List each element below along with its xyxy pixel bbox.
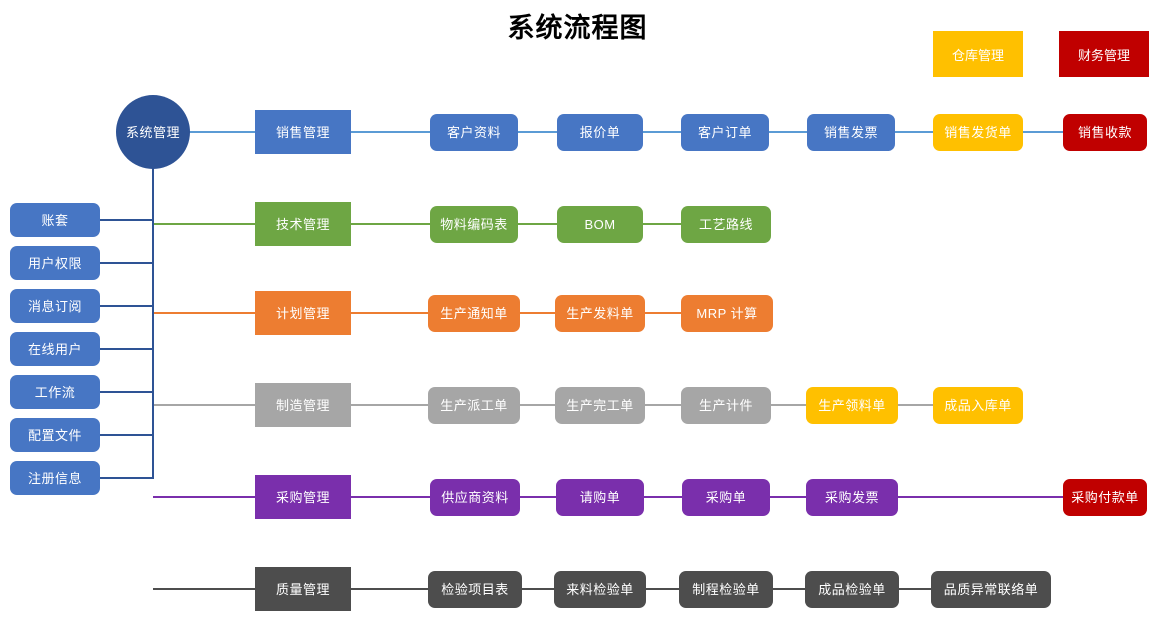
sidebar-item-3[interactable]: 消息订阅 <box>10 289 100 323</box>
connector-sidebar-4 <box>100 348 153 350</box>
connector-sidebar-5 <box>100 391 153 393</box>
sidebar-item-6[interactable]: 配置文件 <box>10 418 100 452</box>
step-node-manufacturing-3[interactable]: 生产计件 <box>681 386 771 424</box>
connector-purchasing-1 <box>520 496 556 498</box>
connector-manufacturing-1 <box>520 404 555 406</box>
connector-manufacturing-0 <box>351 404 428 406</box>
sidebar-item-5[interactable]: 工作流 <box>10 375 100 409</box>
step-node-sales-5[interactable]: 销售发货单 <box>933 113 1023 151</box>
step-node-manufacturing-1[interactable]: 生产派工单 <box>428 386 520 424</box>
sidebar-item-7[interactable]: 注册信息 <box>10 461 100 495</box>
connector-sales-3 <box>769 131 807 133</box>
connector-technology-2 <box>643 223 681 225</box>
step-node-quality-5[interactable]: 品质异常联络单 <box>931 570 1051 608</box>
connector-purchasing-2 <box>644 496 682 498</box>
step-node-planning-2[interactable]: 生产发料单 <box>555 294 645 332</box>
trunk-line-vertical <box>152 132 154 479</box>
step-node-quality-4[interactable]: 成品检验单 <box>805 570 899 608</box>
module-node-quality[interactable]: 质量管理 <box>255 567 351 611</box>
module-node-purchasing[interactable]: 采购管理 <box>255 475 351 519</box>
step-node-sales-4[interactable]: 销售发票 <box>807 113 895 151</box>
connector-sales-4 <box>895 131 933 133</box>
connector-trunk-to-sales <box>153 131 255 133</box>
connector-planning-2 <box>645 312 681 314</box>
step-node-purchasing-2[interactable]: 请购单 <box>556 478 644 516</box>
step-node-purchasing-3[interactable]: 采购单 <box>682 478 770 516</box>
step-node-sales-6[interactable]: 销售收款 <box>1063 113 1147 151</box>
step-node-purchasing-4[interactable]: 采购发票 <box>806 478 898 516</box>
connector-quality-2 <box>646 588 679 590</box>
step-node-planning-1[interactable]: 生产通知单 <box>428 294 520 332</box>
step-node-technology-2[interactable]: BOM <box>557 205 643 243</box>
connector-planning-0 <box>351 312 428 314</box>
connector-sidebar-2 <box>100 262 153 264</box>
connector-sales-2 <box>643 131 681 133</box>
connector-sidebar-7 <box>100 477 153 479</box>
connector-technology-1 <box>518 223 557 225</box>
connector-manufacturing-3 <box>771 404 806 406</box>
connector-trunk-to-manufacturing <box>153 404 255 406</box>
step-node-manufacturing-2[interactable]: 生产完工单 <box>555 386 645 424</box>
root-node-system-management[interactable]: 系统管理 <box>116 95 190 169</box>
legend-item-2[interactable]: 财务管理 <box>1059 31 1149 77</box>
step-node-sales-2[interactable]: 报价单 <box>557 113 643 151</box>
connector-sidebar-3 <box>100 305 153 307</box>
page-title: 系统流程图 <box>507 13 648 43</box>
connector-trunk-to-quality <box>153 588 255 590</box>
module-node-sales[interactable]: 销售管理 <box>255 110 351 154</box>
module-node-technology[interactable]: 技术管理 <box>255 202 351 246</box>
connector-quality-3 <box>773 588 805 590</box>
sidebar-item-2[interactable]: 用户权限 <box>10 246 100 280</box>
connector-sidebar-1 <box>100 219 153 221</box>
connector-sales-0 <box>351 131 430 133</box>
connector-manufacturing-2 <box>645 404 681 406</box>
connector-purchasing-0 <box>351 496 430 498</box>
connector-manufacturing-4 <box>898 404 933 406</box>
connector-quality-4 <box>899 588 931 590</box>
module-node-planning[interactable]: 计划管理 <box>255 291 351 335</box>
connector-quality-0 <box>351 588 428 590</box>
step-node-sales-1[interactable]: 客户资料 <box>430 113 518 151</box>
step-node-purchasing-5[interactable]: 采购付款单 <box>1063 478 1147 516</box>
step-node-manufacturing-4[interactable]: 生产领料单 <box>806 386 898 424</box>
step-node-quality-3[interactable]: 制程检验单 <box>679 570 773 608</box>
step-node-planning-3[interactable]: MRP 计算 <box>681 294 773 332</box>
connector-planning-1 <box>520 312 555 314</box>
connector-sidebar-6 <box>100 434 153 436</box>
connector-trunk-to-purchasing <box>153 496 255 498</box>
connector-trunk-to-planning <box>153 312 255 314</box>
connector-trunk-to-technology <box>153 223 255 225</box>
step-node-technology-3[interactable]: 工艺路线 <box>681 205 771 243</box>
connector-purchasing-3 <box>770 496 806 498</box>
sidebar-item-4[interactable]: 在线用户 <box>10 332 100 366</box>
legend-item-1[interactable]: 仓库管理 <box>933 31 1023 77</box>
step-node-quality-2[interactable]: 来料检验单 <box>554 570 646 608</box>
step-node-technology-1[interactable]: 物料编码表 <box>430 205 518 243</box>
connector-sales-1 <box>518 131 557 133</box>
step-node-purchasing-1[interactable]: 供应商资料 <box>430 478 520 516</box>
step-node-sales-3[interactable]: 客户订单 <box>681 113 769 151</box>
connector-technology-0 <box>351 223 430 225</box>
connector-purchasing-4 <box>898 496 1063 498</box>
connector-sales-5 <box>1023 131 1063 133</box>
step-node-manufacturing-5[interactable]: 成品入库单 <box>933 386 1023 424</box>
sidebar-item-1[interactable]: 账套 <box>10 203 100 237</box>
step-node-quality-1[interactable]: 检验项目表 <box>428 570 522 608</box>
connector-quality-1 <box>522 588 554 590</box>
module-node-manufacturing[interactable]: 制造管理 <box>255 383 351 427</box>
